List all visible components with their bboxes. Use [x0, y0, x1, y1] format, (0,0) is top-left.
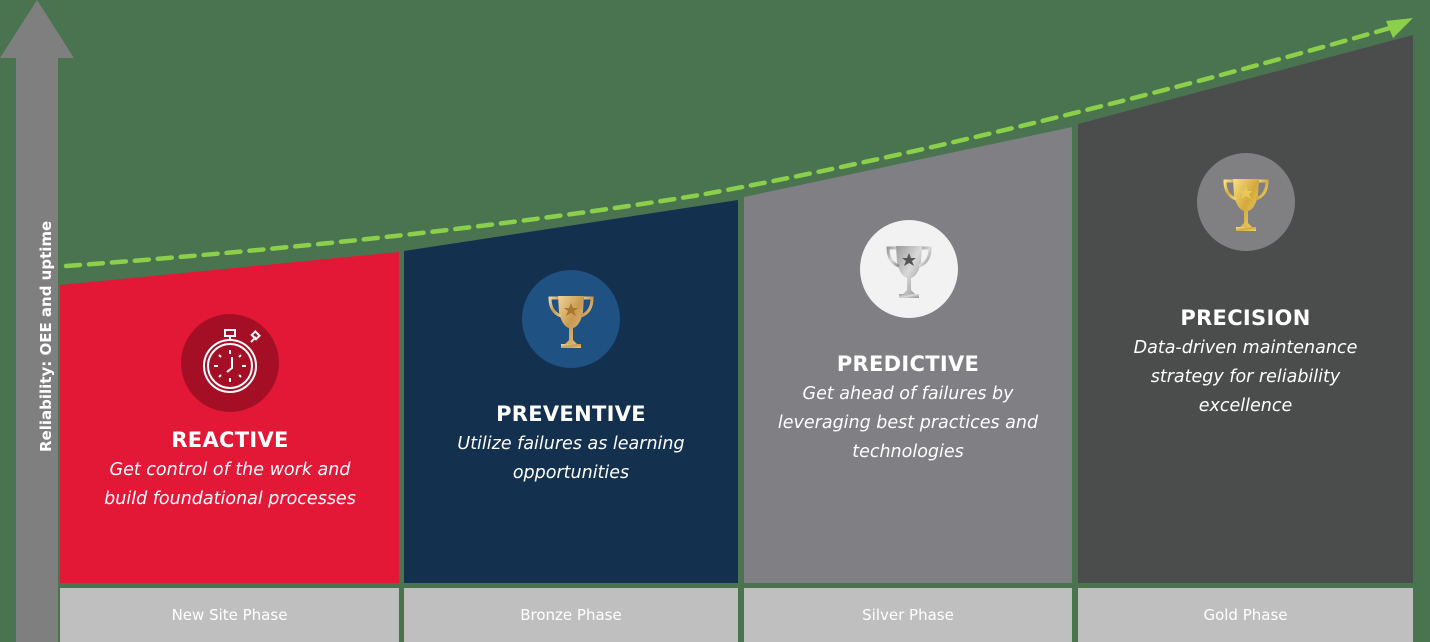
reactive-column — [60, 252, 399, 583]
precision-column — [1078, 35, 1413, 583]
preventive-description-line-1: Utilize failures as learning — [457, 434, 685, 454]
preventive-text: PREVENTIVE Utilize failures as learning … — [404, 402, 738, 488]
predictive-column — [744, 127, 1072, 583]
silver-trophy-icon — [886, 246, 932, 298]
reactive-text: REACTIVE Get control of the work and bui… — [60, 428, 400, 514]
phase-label-silver: Silver Phase — [744, 588, 1072, 642]
trend-arrowhead-icon — [1386, 18, 1413, 38]
reactive-description-line-1: Get control of the work and — [109, 460, 351, 480]
bronze-trophy-icon — [548, 296, 594, 348]
gold-trophy-icon — [1223, 179, 1269, 231]
precision-description-line-2: strategy for reliability — [1150, 367, 1341, 387]
predictive-description-line-1: Get ahead of failures by — [802, 384, 1014, 404]
preventive-description-line-2: opportunities — [512, 463, 630, 483]
predictive-description-line-3: technologies — [852, 442, 964, 462]
predictive-description-line-2: leveraging best practices and — [777, 413, 1039, 433]
phase-label-new-site: New Site Phase — [60, 588, 399, 642]
trend-line — [63, 18, 1413, 269]
stopwatch-icon — [203, 329, 261, 393]
precision-text: PRECISION Data-driven maintenance strate… — [1078, 306, 1413, 421]
reactive-title: REACTIVE — [171, 428, 289, 452]
preventive-column — [404, 200, 738, 583]
phase-label-gold: Gold Phase — [1078, 588, 1413, 642]
reactive-description-line-2: build foundational processes — [104, 489, 356, 509]
preventive-title: PREVENTIVE — [496, 402, 646, 426]
y-axis-arrow — [0, 0, 74, 642]
precision-title: PRECISION — [1180, 306, 1311, 330]
predictive-text: PREDICTIVE Get ahead of failures by leve… — [744, 352, 1072, 467]
phase-label-bronze: Bronze Phase — [404, 588, 738, 642]
predictive-title: PREDICTIVE — [836, 352, 980, 376]
precision-description-line-1: Data-driven maintenance — [1133, 338, 1358, 358]
reactive-badge — [181, 314, 279, 412]
y-axis-label: Reliability: OEE and uptime — [37, 220, 55, 452]
precision-description-line-3: excellence — [1198, 396, 1293, 416]
